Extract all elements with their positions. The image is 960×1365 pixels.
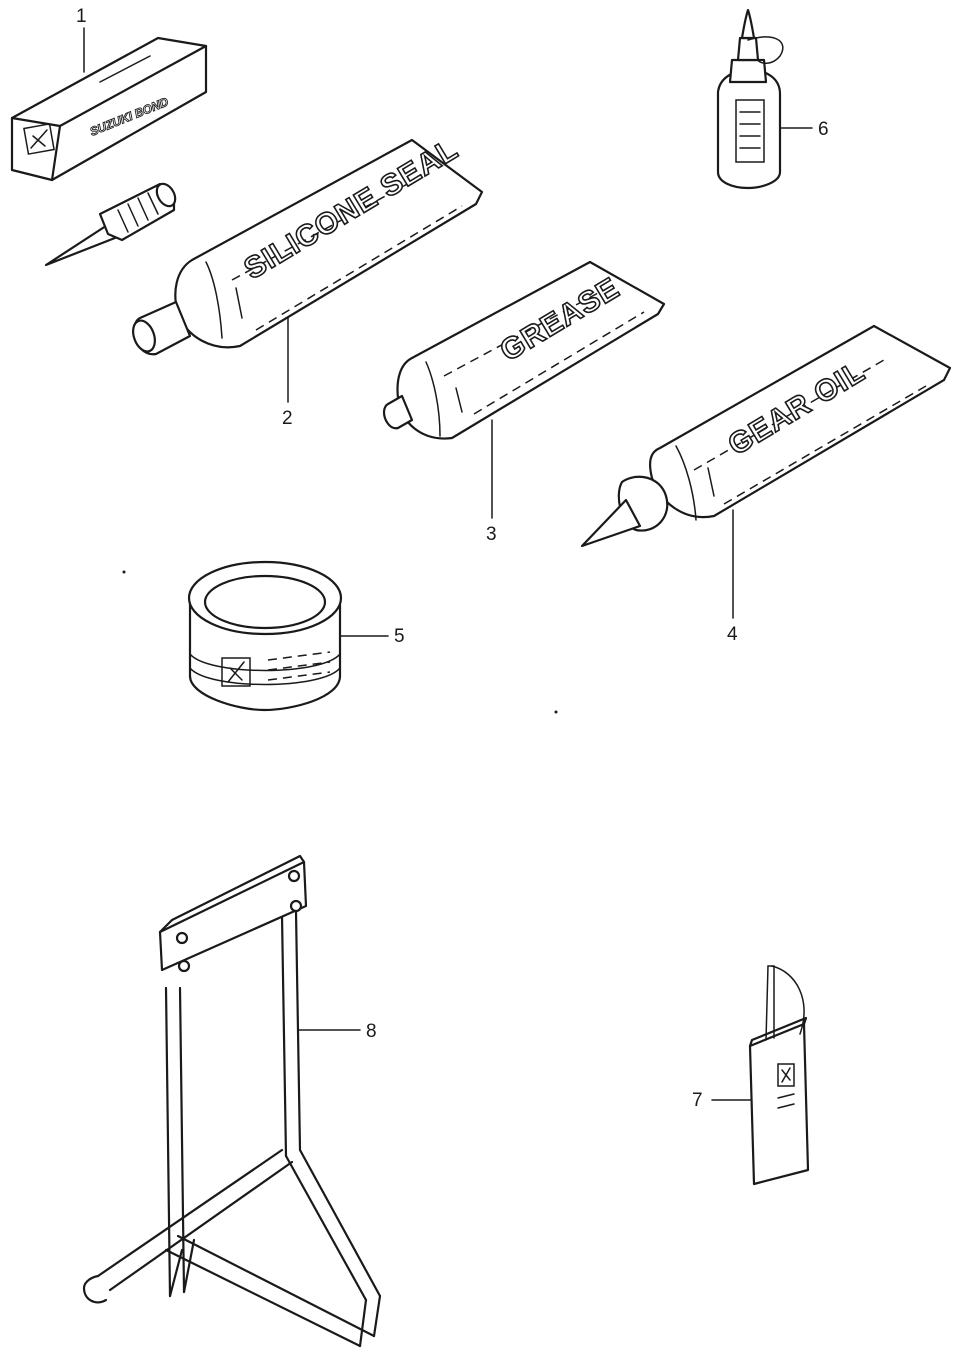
part-5-can (187, 560, 343, 712)
speck (122, 570, 126, 574)
speck (554, 710, 558, 714)
part-4-callout: 4 (727, 624, 738, 645)
part-8-callout: 8 (366, 1021, 377, 1042)
part-7-paint (748, 965, 810, 1186)
part-4-tube: GEAR OIL (580, 324, 952, 548)
part-2-callout: 2 (282, 408, 293, 429)
part-6-bottle (716, 8, 784, 190)
part-1-nozzle (44, 182, 177, 267)
part-5-callout: 5 (394, 626, 405, 647)
part-1-box: SUZUKI BOND (10, 36, 208, 182)
part-8-stand (82, 854, 382, 1348)
part-3-tube: GREASE (382, 260, 666, 440)
part-6-callout: 6 (818, 119, 829, 140)
part-2-tube: SILICONE SEAL (132, 132, 484, 356)
part-3-callout: 3 (486, 524, 497, 545)
part-1-callout: 1 (76, 6, 87, 27)
part-7-callout: 7 (692, 1090, 703, 1111)
